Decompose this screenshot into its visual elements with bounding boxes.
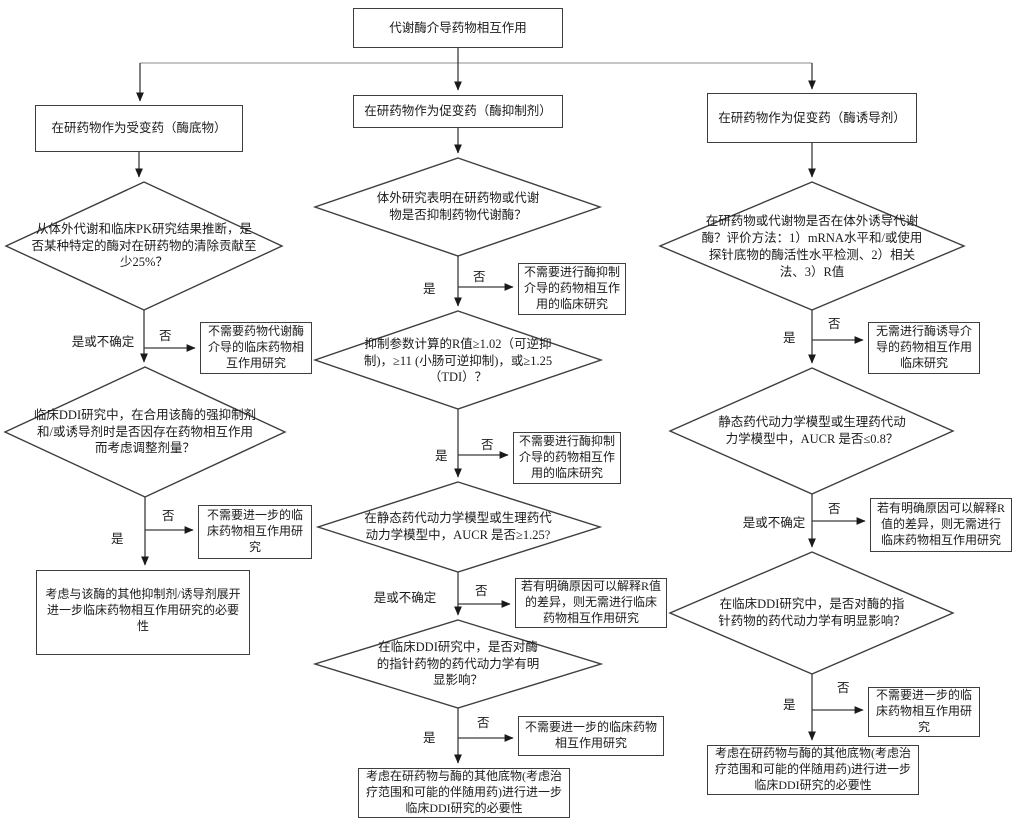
- substrate-q2-no-label: 否: [162, 509, 175, 523]
- inducer-q2-diamond: [668, 367, 955, 495]
- inducer-exit3-box: 不需要进一步的临床药物相互作用研究: [868, 687, 980, 737]
- inhibitor-q4-text: 在临床DDI研究中，是否对酶的指针药物的药代动力学有明显影响？: [376, 639, 540, 688]
- inhibitor-exit2-box: 不需要进行酶抑制介导的药物相互作用的临床研究: [513, 432, 621, 484]
- inhibitor-q2-yes-label: 是: [435, 449, 448, 463]
- substrate-exit2-box: 不需要进一步的临床药物相互作用研究: [198, 505, 312, 559]
- inhibitor-q3-no-label: 否: [475, 584, 488, 598]
- inhibitor-exit3-box: 若有明确原因可以解释R值的差异，则无需进行临床药物相互作用研究: [515, 578, 667, 628]
- flow-root-box: 代谢酶介导药物相互作用: [353, 8, 563, 48]
- inhibitor-q3-yes-label: 是或不确定: [373, 591, 437, 605]
- inhibitor-q1-text: 体外研究表明在研药物或代谢物是否抑制药物代谢酶？: [376, 191, 540, 222]
- inducer-branch-header: 在研药物作为促变药（酶诱导剂）: [707, 93, 917, 143]
- substrate-q1-text: 从体外代谢和临床PK研究结果推断，是否某种特定的酶对在研药物的清除贡献至少25%…: [31, 221, 257, 270]
- substrate-q2-text: 临床DDI研究中，在合用该酶的强抑制剂和/或诱导剂时是否因存在药物相互作用而考虑…: [33, 407, 257, 456]
- inhibitor-q2-text: 抑制参数计算的R值≥1.02（可逆抑制)，≥11 (小肠可逆抑制)，或≥1.25…: [363, 336, 553, 385]
- inducer-q3-no-label: 否: [837, 681, 850, 695]
- inducer-q2-text: 静态药代动力学模型或生理药代动力学模型中，AUCR 是否≤0.8？: [718, 415, 906, 446]
- inducer-exit1-box: 无需进行酶诱导介导的药物相互作用临床研究: [868, 322, 980, 374]
- inducer-q1-text: 在研药物或代谢物是否在体外诱导代谢酶？评价方法：1）mRNA水平和/或使用探针底…: [701, 214, 923, 279]
- substrate-q1-diamond: [4, 181, 284, 311]
- inhibitor-q4-diamond: [312, 619, 604, 709]
- substrate-q1-yes-label: 是或不确定: [71, 335, 135, 349]
- inhibitor-exit1-box: 不需要进行酶抑制介导的药物相互作用的临床研究: [518, 263, 626, 315]
- inhibitor-q2-diamond: [312, 310, 604, 410]
- substrate-q1-no-label: 否: [159, 329, 172, 343]
- substrate-q2-yes-label: 是: [111, 532, 124, 546]
- inducer-exit2-box: 若有明确原因可以解释R值的差异，则无需进行临床药物相互作用研究: [870, 498, 1012, 552]
- inducer-q3-text: 在临床DDI研究中，是否对酶的指针药物的药代动力学有明显影响？: [718, 597, 906, 628]
- substrate-exit1-box: 不需要药物代谢酶介导的临床药物相互作用研究: [200, 322, 312, 374]
- inhibitor-branch-header: 在研药物作为促变药（酶抑制剂）: [353, 95, 563, 128]
- inhibitor-q1-no-label: 否: [473, 270, 486, 284]
- substrate-final-box: 考虑与该酶的其他抑制剂/诱导剂展开进一步临床药物相互作用研究的必要性: [36, 570, 250, 655]
- inducer-q2-no-label: 否: [828, 502, 841, 516]
- inducer-final-box: 考虑在研药物与酶的其他底物(考虑治疗范围和可能的伴随用药)进行进一步临床DDI研…: [707, 745, 919, 795]
- inducer-q1-no-label: 否: [828, 317, 841, 331]
- inducer-q1-diamond: [658, 181, 966, 311]
- inducer-q3-diamond: [668, 551, 955, 675]
- inducer-q3-yes-label: 是: [783, 698, 796, 712]
- inhibitor-q4-yes-label: 是: [423, 731, 436, 745]
- inducer-q2-yes-label: 是或不确定: [742, 516, 806, 530]
- substrate-q2-diamond: [3, 366, 287, 498]
- inhibitor-final-box: 考虑在研药物与酶的其他底物(考虑治疗范围和可能的伴随用药)进行进一步临床DDI研…: [358, 768, 570, 818]
- inhibitor-q3-text: 在静态药代动力学模型或生理药代动力学模型中，AUCR 是否≥1.25?: [364, 511, 552, 542]
- inducer-q1-yes-label: 是: [783, 331, 796, 345]
- inhibitor-q3-diamond: [315, 481, 603, 573]
- inhibitor-q1-diamond: [312, 157, 603, 257]
- inhibitor-q1-yes-label: 是: [423, 282, 436, 296]
- inhibitor-exit4-box: 不需要进一步的临床药物相互作用研究: [518, 716, 664, 756]
- inhibitor-q2-no-label: 否: [481, 438, 494, 452]
- inhibitor-q4-no-label: 否: [477, 716, 490, 730]
- substrate-branch-header: 在研药物作为受变药（酶底物）: [35, 105, 243, 152]
